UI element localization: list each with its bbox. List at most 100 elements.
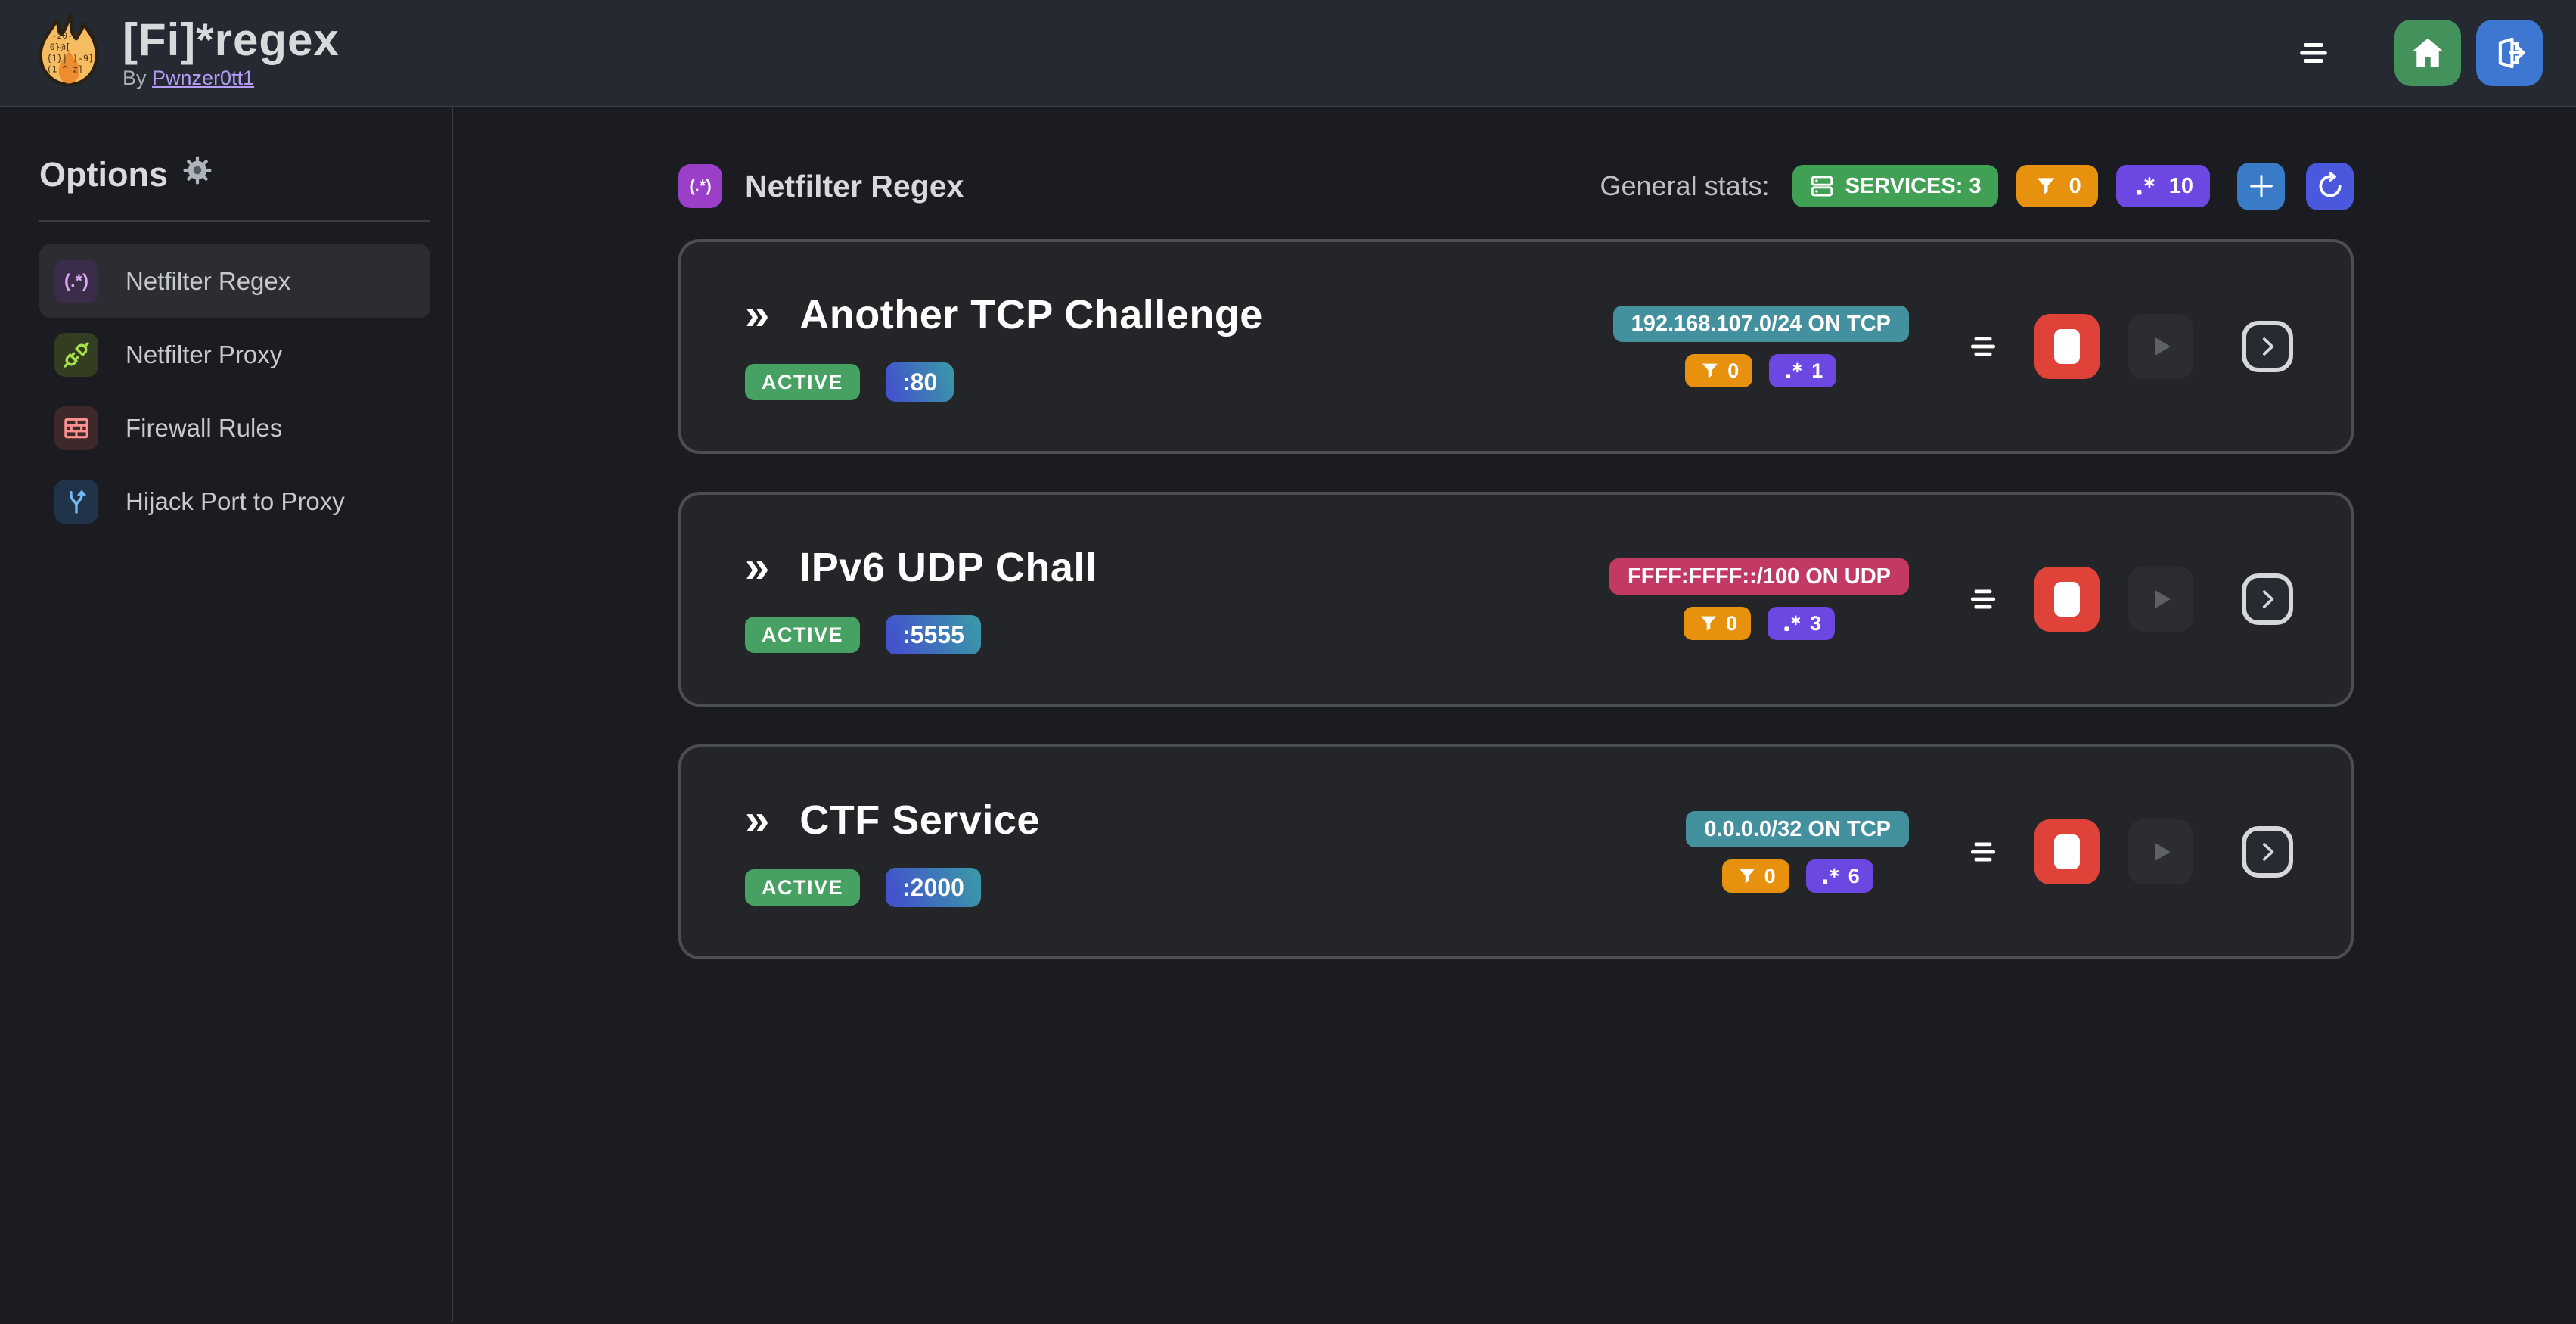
status-badge: ACTIVE bbox=[745, 364, 861, 400]
stop-button[interactable] bbox=[2034, 819, 2100, 884]
play-button[interactable] bbox=[2128, 819, 2193, 884]
service-menu-icon[interactable] bbox=[1965, 330, 2001, 363]
service-name: IPv6 UDP Chall bbox=[799, 545, 1097, 590]
add-service-button[interactable] bbox=[2237, 162, 2285, 210]
cidr-badge: FFFF:FFFF::/100 ON UDP bbox=[1609, 558, 1909, 595]
chevron-right-icon bbox=[2262, 590, 2274, 608]
port-badge: :80 bbox=[886, 362, 954, 402]
general-stats: General stats: SERVICES: 3 0 bbox=[1600, 162, 2354, 210]
sidebar-item-label: Firewall Rules bbox=[126, 413, 283, 442]
filtered-badge: 0 bbox=[1721, 859, 1789, 893]
play-button[interactable] bbox=[2128, 314, 2193, 379]
refresh-icon bbox=[2319, 172, 2341, 197]
stop-button[interactable] bbox=[2034, 314, 2100, 379]
sidebar-item-netfilter-proxy[interactable]: Netfilter Proxy bbox=[39, 318, 430, 391]
stop-button[interactable] bbox=[2034, 567, 2100, 632]
plus-icon bbox=[2249, 175, 2273, 197]
play-icon bbox=[2155, 590, 2171, 608]
chevron-right-icon bbox=[2262, 843, 2274, 861]
funnel-icon bbox=[1700, 616, 1716, 631]
service-list: » Another TCP Challenge ACTIVE :80 192.1… bbox=[678, 239, 2354, 959]
port-badge: :2000 bbox=[886, 868, 981, 907]
status-badge: ACTIVE bbox=[745, 617, 861, 653]
stop-icon bbox=[2054, 582, 2080, 617]
netfilter-regex-icon: (.*) bbox=[678, 164, 722, 208]
service-menu-icon[interactable] bbox=[1965, 835, 2001, 869]
filtered-count-badge: 0 bbox=[2016, 165, 2098, 207]
cidr-badge: 192.168.107.0/24 ON TCP bbox=[1612, 306, 1909, 342]
author-link[interactable]: Pwnzer0tt1 bbox=[152, 67, 255, 89]
regex-badge: 6 bbox=[1805, 859, 1873, 893]
play-button[interactable] bbox=[2128, 567, 2193, 632]
service-card: » Another TCP Challenge ACTIVE :80 192.1… bbox=[678, 239, 2354, 454]
section-title: Netfilter Regex bbox=[745, 168, 964, 204]
play-icon bbox=[2155, 337, 2171, 356]
regex-badge: 3 bbox=[1768, 607, 1836, 640]
regex-count-badge: 10 bbox=[2115, 165, 2210, 207]
sidebar: Options bbox=[0, 107, 453, 1322]
double-chevron-icon: » bbox=[745, 795, 770, 844]
services-count-badge: SERVICES: 3 bbox=[1792, 165, 1998, 207]
flame-logo-icon: -z0-9 0}@[ {1}| )-9] (1 ^ z] bbox=[33, 12, 103, 94]
split-arrows-icon bbox=[70, 490, 86, 514]
app-title: [Fi]*regex bbox=[123, 14, 340, 65]
byline: By Pwnzer0tt1 bbox=[123, 67, 255, 89]
service-name: CTF Service bbox=[799, 797, 1040, 843]
regex-icon bbox=[2136, 177, 2155, 195]
sidebar-item-label: Netfilter Proxy bbox=[126, 340, 283, 368]
refresh-button[interactable] bbox=[2306, 162, 2354, 210]
regex-badge: 1 bbox=[1769, 354, 1837, 387]
svg-text:0}@[: 0}@[ bbox=[50, 42, 71, 52]
proxy-tile-icon bbox=[54, 332, 98, 377]
hijack-tile-icon bbox=[54, 479, 98, 524]
svg-text:{1}| )-9]: {1}| )-9] bbox=[47, 53, 94, 64]
service-card: » CTF Service ACTIVE :2000 0.0.0.0/32 ON… bbox=[678, 744, 2354, 959]
svg-text:(1 ^ z]: (1 ^ z] bbox=[47, 64, 83, 75]
stats-label: General stats: bbox=[1600, 170, 1770, 201]
svg-text:-z0-9: -z0-9 bbox=[51, 30, 78, 41]
sidebar-item-hijack-port-to-proxy[interactable]: Hijack Port to Proxy bbox=[39, 465, 430, 538]
home-icon bbox=[2412, 38, 2444, 67]
stop-icon bbox=[2054, 834, 2080, 869]
chevron-right-icon bbox=[2262, 337, 2274, 356]
regex-tile-icon: (.*) bbox=[54, 259, 98, 303]
gear-icon bbox=[182, 154, 213, 194]
double-chevron-icon: » bbox=[745, 290, 770, 339]
service-menu-icon[interactable] bbox=[1965, 583, 2001, 616]
menu-icon[interactable] bbox=[2293, 36, 2334, 70]
sidebar-item-label: Netfilter Regex bbox=[126, 266, 291, 295]
funnel-icon bbox=[1739, 869, 1755, 884]
logout-icon bbox=[2498, 37, 2525, 69]
options-nav: (.*) Netfilter Regex Netfilter Proxy Fir… bbox=[39, 244, 430, 538]
play-icon bbox=[2155, 843, 2171, 861]
filtered-badge: 0 bbox=[1685, 354, 1753, 387]
regex-icon bbox=[1784, 615, 1801, 632]
firewall-tile-icon bbox=[54, 406, 98, 450]
funnel-icon bbox=[1702, 363, 1718, 378]
service-card: » IPv6 UDP Chall ACTIVE :5555 FFFF:FFFF:… bbox=[678, 492, 2354, 707]
sidebar-item-label: Hijack Port to Proxy bbox=[126, 486, 345, 515]
topbar: -z0-9 0}@[ {1}| )-9] (1 ^ z] [Fi]*regex … bbox=[0, 0, 2576, 107]
filtered-badge: 0 bbox=[1683, 607, 1751, 640]
regex-icon bbox=[1823, 868, 1839, 884]
expand-button[interactable] bbox=[2242, 826, 2293, 878]
stop-icon bbox=[2054, 329, 2080, 364]
main-content: (.*) Netfilter Regex General stats: SERV… bbox=[453, 107, 2576, 1322]
home-button[interactable] bbox=[2394, 20, 2461, 86]
plug-icon bbox=[64, 341, 89, 368]
sidebar-item-firewall-rules[interactable]: Firewall Rules bbox=[39, 391, 430, 465]
double-chevron-icon: » bbox=[745, 542, 770, 592]
expand-button[interactable] bbox=[2242, 573, 2293, 625]
expand-button[interactable] bbox=[2242, 321, 2293, 372]
logout-button[interactable] bbox=[2476, 20, 2543, 86]
server-icon bbox=[1811, 176, 1833, 197]
port-badge: :5555 bbox=[886, 615, 981, 654]
regex-icon bbox=[1786, 362, 1802, 379]
sidebar-heading: Options bbox=[39, 154, 168, 194]
sidebar-item-netfilter-regex[interactable]: (.*) Netfilter Regex bbox=[39, 244, 430, 318]
status-badge: ACTIVE bbox=[745, 869, 861, 906]
funnel-icon bbox=[2037, 178, 2054, 194]
service-name: Another TCP Challenge bbox=[799, 292, 1263, 337]
cidr-badge: 0.0.0.0/32 ON TCP bbox=[1686, 811, 1909, 847]
